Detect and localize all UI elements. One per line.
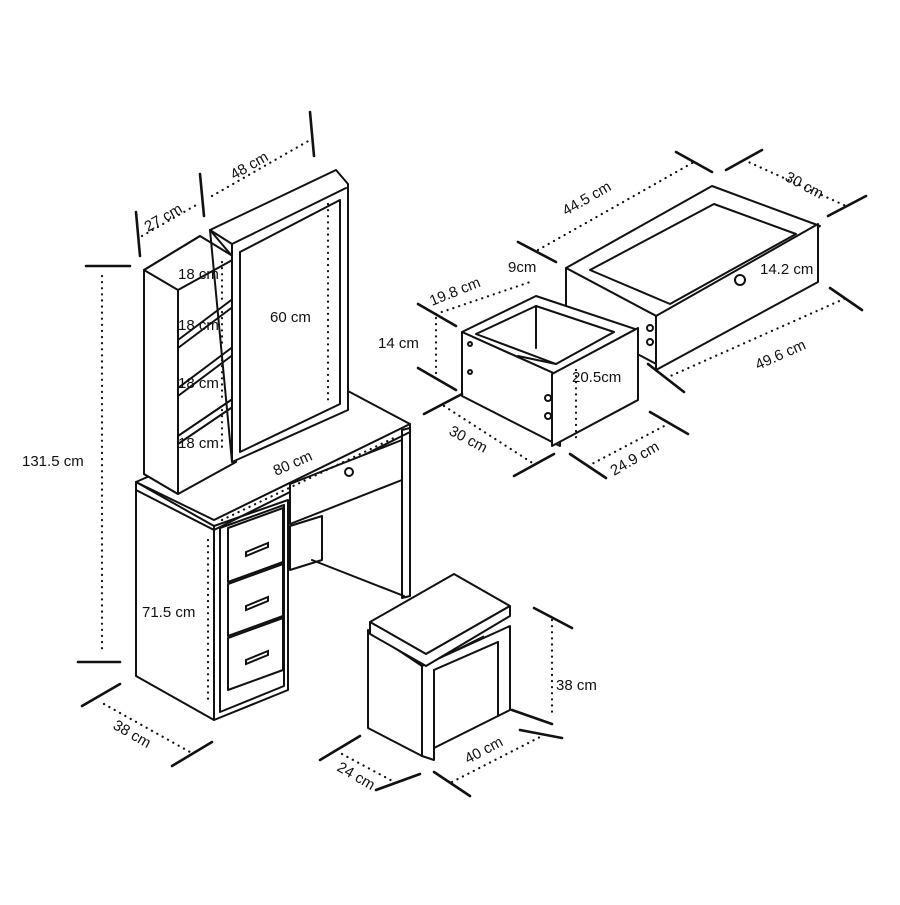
cabinet-front-inner (219, 504, 285, 713)
shelf-unit-side (143, 269, 179, 495)
table-top-edge (135, 423, 411, 531)
stool-seat-edge (369, 605, 511, 667)
mirror-top-edge (231, 187, 347, 245)
label-small-drawer-depth: 30 cm (446, 423, 490, 457)
label-large-drawer-length: 44.5 cm (560, 178, 615, 219)
drawer-2-handle (245, 595, 269, 612)
small-drawer-inner-floor (517, 355, 557, 365)
label-total-height: 131.5 cm (22, 453, 84, 470)
drawer-3-handle (245, 649, 269, 666)
label-small-drawer-inner: 9cm (508, 259, 536, 276)
label-small-drawer-front-height: 20.5cm (572, 369, 621, 386)
large-drawer-inner (589, 203, 797, 305)
large-drawer-front (655, 223, 819, 371)
label-mirror-height: 60 cm (270, 309, 311, 326)
small-drawer-hole-2 (544, 412, 552, 420)
small-drawer-inner (475, 305, 615, 365)
small-drawer-front (551, 327, 639, 447)
small-drawer-hole-3 (467, 341, 473, 347)
drawer-1 (227, 507, 284, 583)
drawer-1-handle (245, 541, 269, 558)
large-drawer-handle (734, 274, 746, 286)
dimension-lines (76, 110, 868, 798)
label-large-drawer-front: 49.6 cm (753, 336, 809, 373)
mirror-side-edge (209, 229, 233, 463)
label-small-drawer-width: 24.9 cm (608, 438, 663, 479)
large-drawer-hole-2 (646, 338, 654, 346)
label-table-depth: 38 cm (110, 717, 154, 752)
label-shelf-1: 18 cm (178, 266, 219, 283)
label-stool-width: 40 cm (462, 733, 506, 767)
small-drawer-hole-4 (467, 369, 473, 375)
label-large-drawer-width: 30 cm (782, 169, 826, 203)
dressing-table (135, 169, 411, 721)
drawer-2 (227, 563, 284, 637)
label-small-drawer-height: 14 cm (378, 335, 419, 352)
label-shelf-2: 18 cm (178, 317, 219, 334)
mirror-glass (239, 199, 341, 453)
large-drawer-hole-1 (646, 324, 654, 332)
label-stool-height: 38 cm (556, 677, 597, 694)
shelf-unit-top (143, 235, 201, 271)
label-shelf-3: 18 cm (178, 375, 219, 392)
label-large-drawer-height: 14.2 cm (760, 261, 813, 278)
cabinet-side-panel (135, 481, 215, 721)
floor-line (311, 559, 405, 597)
stool (367, 573, 511, 761)
label-small-drawer-length: 19.8 cm (427, 274, 483, 310)
stool-slot (435, 635, 485, 661)
drawer-3 (227, 617, 284, 691)
small-drawer-side (461, 331, 561, 447)
knee-rail (289, 515, 323, 571)
small-drawer (461, 295, 639, 447)
small-drawer-hole-1 (544, 394, 552, 402)
label-stool-depth: 24 cm (334, 759, 378, 794)
label-shelf-4: 18 cm (178, 435, 219, 452)
top-drawer-knob (344, 467, 354, 477)
cabinet-front-panel (213, 499, 289, 721)
label-table-height: 71.5 cm (142, 604, 195, 621)
stool-knee (433, 641, 499, 749)
shelf-unit-top-front (177, 257, 237, 291)
right-leg (401, 427, 411, 599)
top-drawer (289, 439, 403, 525)
label-side-depth: 27 cm (142, 200, 186, 235)
label-mirror-width: 48 cm (228, 148, 272, 183)
